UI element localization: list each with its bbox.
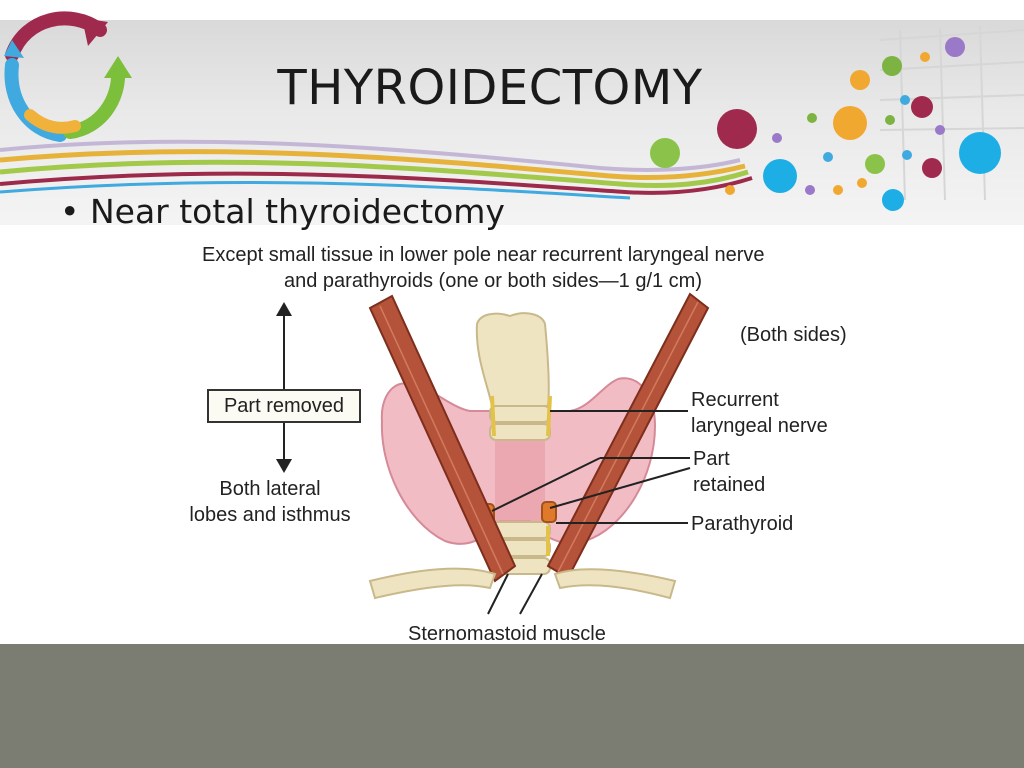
right-clavicle: [553, 568, 677, 600]
both-sides-label: (Both sides): [740, 324, 847, 346]
both-lateral-line2: lobes and isthmus: [189, 504, 351, 526]
left-sternomastoid: [368, 294, 517, 583]
right-nerve: [546, 395, 552, 437]
slide-title: THYROIDECTOMY: [277, 60, 703, 116]
left-nerve: [490, 395, 496, 437]
isthmus: [495, 441, 545, 521]
header-decoration: [0, 11, 1024, 211]
bullet-text: • Near total thyroidectomy: [60, 192, 505, 231]
pointer-lines: [487, 410, 691, 615]
footer-band: [0, 644, 1024, 768]
part-retained-line2: retained: [693, 474, 766, 496]
part-retained-line1: Part: [693, 448, 730, 470]
part-removed-box: Part removed: [207, 389, 361, 423]
parathyroid-label: Parathyroid: [691, 513, 794, 535]
thyroid-cartilage: [475, 312, 550, 407]
thyroidectomy-figure: Except small tissue in lower pole near r…: [170, 236, 870, 646]
left-clavicle: [368, 567, 497, 600]
parathyroid-right: [541, 501, 557, 523]
anatomy-illustration: [276, 292, 710, 615]
caption-line1: Except small tissue in lower pole near r…: [202, 244, 765, 266]
sternomastoid-label: Sternomastoid muscle: [408, 623, 606, 645]
recurrent-line2: laryngeal nerve: [691, 415, 828, 437]
caption-line2: and parathyroids (one or both sides—1 g/…: [284, 270, 702, 292]
recurrent-line1: Recurrent: [691, 389, 779, 411]
both-lateral-line1: Both lateral: [219, 478, 321, 500]
